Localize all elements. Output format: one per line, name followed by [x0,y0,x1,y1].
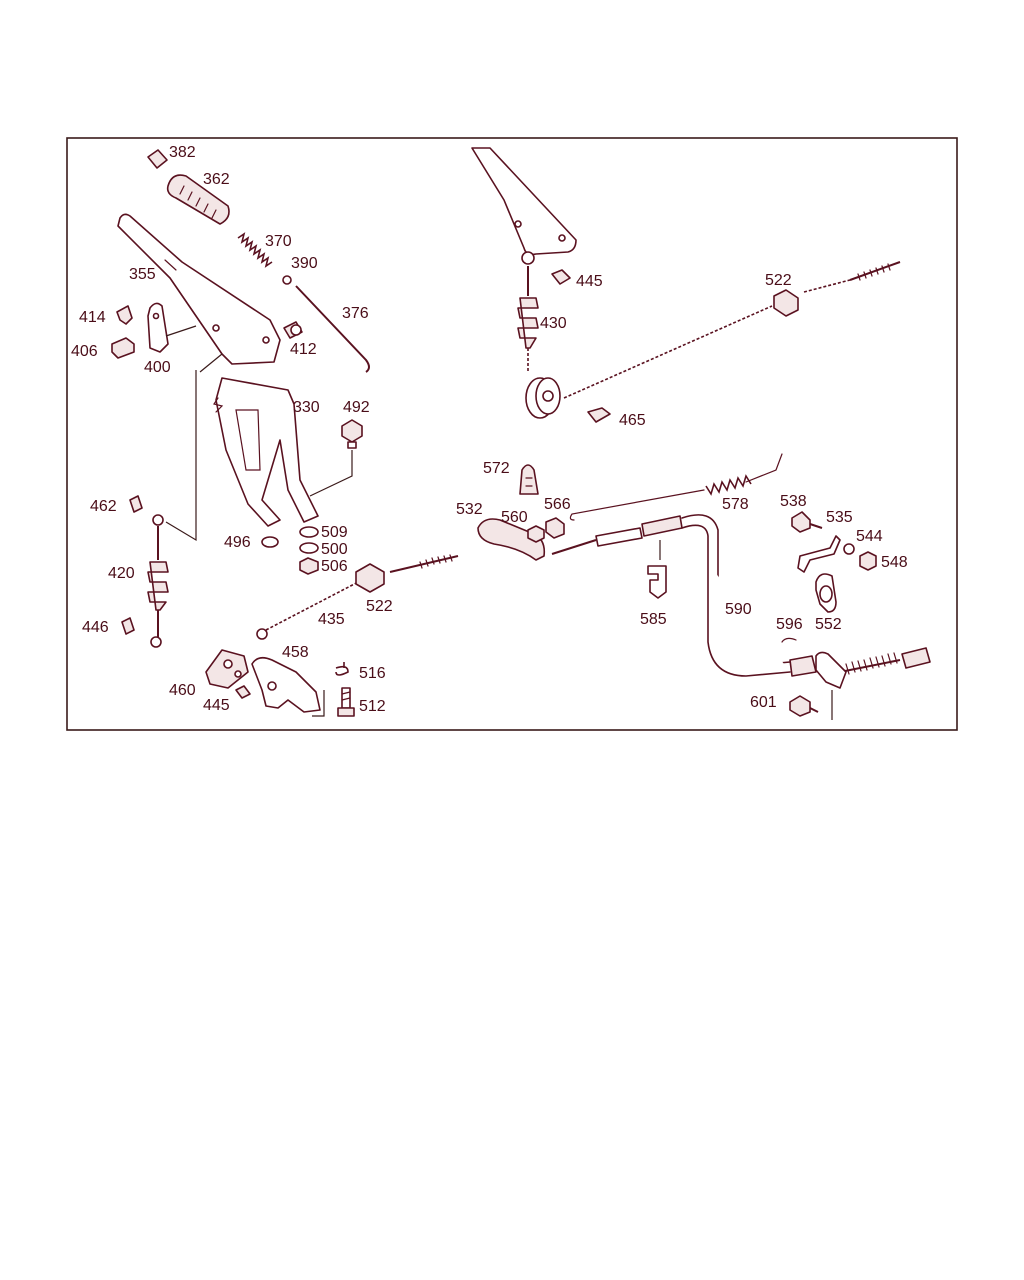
part-445-screw-upper [551,269,571,285]
part-601-bolt [789,695,819,717]
part-500-lockwasher [299,542,319,554]
callout-445-upper: 445 [576,273,603,290]
part-445-screw-lower [235,685,251,699]
callout-420: 420 [108,565,135,582]
part-566-nut [545,517,565,539]
part-560-nut [527,525,545,543]
callout-376: 376 [342,305,369,322]
part-532-guide [477,518,546,561]
part-512-bolt [337,687,355,717]
callout-390: 390 [291,255,318,272]
callout-370: 370 [265,233,292,250]
part-412-pin [283,321,303,339]
part-400-pawl [147,302,197,353]
part-465-pin [587,407,611,423]
part-535-bracket [797,535,841,573]
callout-435: 435 [318,611,345,628]
callout-522-right: 522 [765,272,792,289]
callout-382: 382 [169,144,196,161]
part-390-washer [282,275,292,285]
callout-601: 601 [750,694,777,711]
callout-400: 400 [144,359,171,376]
callout-445-lower: 445 [203,697,230,714]
part-355-lever [117,213,281,542]
part-506-nut [299,557,319,575]
part-548-nut [859,551,877,571]
callout-532: 532 [456,501,483,518]
callout-585: 585 [640,611,667,628]
callout-458: 458 [282,644,309,661]
part-578-spring [569,453,783,521]
callout-560: 560 [501,509,528,526]
callout-512: 512 [359,698,386,715]
callout-506: 506 [321,558,348,575]
diagram-frame [66,137,958,731]
callout-330: 330 [293,399,320,416]
part-462-clip [129,495,143,513]
part-492-bolt [309,419,363,497]
callout-500: 500 [321,541,348,558]
callout-355: 355 [129,266,156,283]
part-544-ring [843,543,855,555]
part-376-rod [295,285,370,373]
callout-460: 460 [169,682,196,699]
callout-412: 412 [290,341,317,358]
part-430-cable [517,266,539,372]
part-382-cap [147,149,168,169]
part-446-clip [121,617,135,635]
part-cable-mount-bracket [815,651,847,720]
callout-492: 492 [343,399,370,416]
callout-535: 535 [826,509,853,526]
callout-509: 509 [321,524,348,541]
part-370-spring [237,232,273,268]
part-458-bracket [251,656,325,717]
callout-414: 414 [79,309,106,326]
callout-548: 548 [881,554,908,571]
part-516-spring-washer [335,662,349,676]
callout-578: 578 [722,496,749,513]
part-435-cable [256,579,363,640]
callout-544: 544 [856,528,883,545]
part-pedal-bracket [471,147,577,265]
part-460-plate [205,649,249,689]
part-596-clip [781,637,797,643]
part-406-block [111,337,135,359]
part-585-clamp [647,565,667,599]
part-522-adjuster-right [773,261,901,317]
callout-462: 462 [90,498,117,515]
callout-552: 552 [815,616,842,633]
part-590-rear-cable [551,514,931,677]
callout-406: 406 [71,343,98,360]
callout-430: 430 [540,315,567,332]
part-pulley [525,377,561,419]
part-420-cable [147,514,169,648]
callout-590: 590 [725,601,752,618]
part-main-cable-upper [563,305,773,399]
part-330-bracket [213,377,319,527]
part-522-adjuster-left [355,554,459,593]
part-362-grip [166,174,230,225]
callout-465: 465 [619,412,646,429]
callout-566: 566 [544,496,571,513]
callout-522-left: 522 [366,598,393,615]
callout-538: 538 [780,493,807,510]
part-538-bolt [791,511,823,533]
callout-446: 446 [82,619,109,636]
part-509-washer [299,526,319,538]
callout-496: 496 [224,534,251,551]
part-414-clip [116,305,133,325]
callout-596: 596 [776,616,803,633]
part-572-clip [519,464,539,495]
part-496-washer [261,536,279,548]
callout-516: 516 [359,665,386,682]
callout-572: 572 [483,460,510,477]
callout-362: 362 [203,171,230,188]
part-552-clamp [815,573,837,613]
